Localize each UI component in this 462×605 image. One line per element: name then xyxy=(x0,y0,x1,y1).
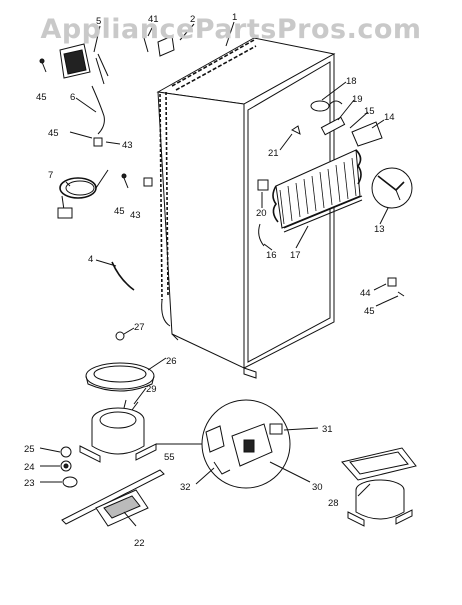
callout-6: 6 xyxy=(70,92,75,103)
screw-41 xyxy=(143,37,149,53)
callout-23: 23 xyxy=(24,478,35,489)
bracket-2 xyxy=(157,35,175,57)
callout-5: 5 xyxy=(96,16,101,27)
grommet-27 xyxy=(115,331,125,341)
callout-labels: 1 2 41 5 45 6 45 43 7 45 43 4 27 26 29 2… xyxy=(24,12,395,549)
callout-55: 55 xyxy=(164,452,175,463)
callout-41: 41 xyxy=(148,14,159,25)
mount-23 xyxy=(62,476,78,488)
callout-1: 1 xyxy=(232,12,237,23)
callout-43-a: 43 xyxy=(122,140,133,151)
callout-43-b: 43 xyxy=(130,210,141,221)
drain-pan-26 xyxy=(85,362,155,392)
callout-22: 22 xyxy=(134,538,145,549)
screw-45-b xyxy=(69,131,93,139)
screw-45-c xyxy=(123,177,129,189)
screw-head-c xyxy=(121,173,127,179)
condenser-bracket xyxy=(351,121,383,147)
callout-7: 7 xyxy=(48,170,53,181)
compressor-28 xyxy=(341,447,417,527)
callout-31: 31 xyxy=(322,424,333,435)
callout-13: 13 xyxy=(374,224,385,235)
callout-20: 20 xyxy=(256,208,267,219)
wire-6 xyxy=(91,85,105,135)
callout-15: 15 xyxy=(364,106,375,117)
callout-44: 44 xyxy=(360,288,371,299)
clip-43-b xyxy=(143,177,153,187)
drier xyxy=(310,100,346,136)
callout-17: 17 xyxy=(290,250,301,261)
screw-head-a xyxy=(39,58,45,64)
callout-29: 29 xyxy=(146,384,157,395)
watermark: AppliancePartsPros.com xyxy=(40,14,422,45)
callout-19: 19 xyxy=(352,94,363,105)
callout-27: 27 xyxy=(134,322,145,333)
compressor-29 xyxy=(79,399,157,463)
detail-13 xyxy=(371,167,413,209)
callout-14: 14 xyxy=(384,112,395,123)
callout-24: 24 xyxy=(24,462,35,473)
leader-lines xyxy=(39,21,399,527)
clip-21 xyxy=(291,125,301,135)
base-rail-22 xyxy=(61,469,165,527)
cabinet-tubing xyxy=(159,39,257,327)
callout-25: 25 xyxy=(24,444,35,455)
callout-45-c: 45 xyxy=(114,206,125,217)
callout-45-a: 45 xyxy=(36,92,47,103)
screw-45-d xyxy=(397,291,405,297)
part-20 xyxy=(257,179,269,191)
relay-detail xyxy=(156,399,291,489)
grommet-24-hole xyxy=(63,463,69,469)
power-cord-7 xyxy=(57,169,109,219)
bracket-5 xyxy=(59,43,109,85)
callout-16: 16 xyxy=(266,250,277,261)
clip-44 xyxy=(387,277,397,287)
callout-45-d: 45 xyxy=(364,306,375,317)
callout-2: 2 xyxy=(190,14,195,25)
clip-43-a xyxy=(93,137,103,147)
callout-26: 26 xyxy=(166,356,177,367)
washer-25 xyxy=(60,446,72,458)
callout-4: 4 xyxy=(88,254,93,265)
callout-32: 32 xyxy=(180,482,191,493)
tube-16 xyxy=(258,223,265,247)
callout-18: 18 xyxy=(346,76,357,87)
screw-45-a xyxy=(41,61,47,73)
callout-21: 21 xyxy=(268,148,279,159)
callout-28: 28 xyxy=(328,498,339,509)
condenser xyxy=(272,149,363,233)
callout-30: 30 xyxy=(312,482,323,493)
callout-45-b: 45 xyxy=(48,128,59,139)
